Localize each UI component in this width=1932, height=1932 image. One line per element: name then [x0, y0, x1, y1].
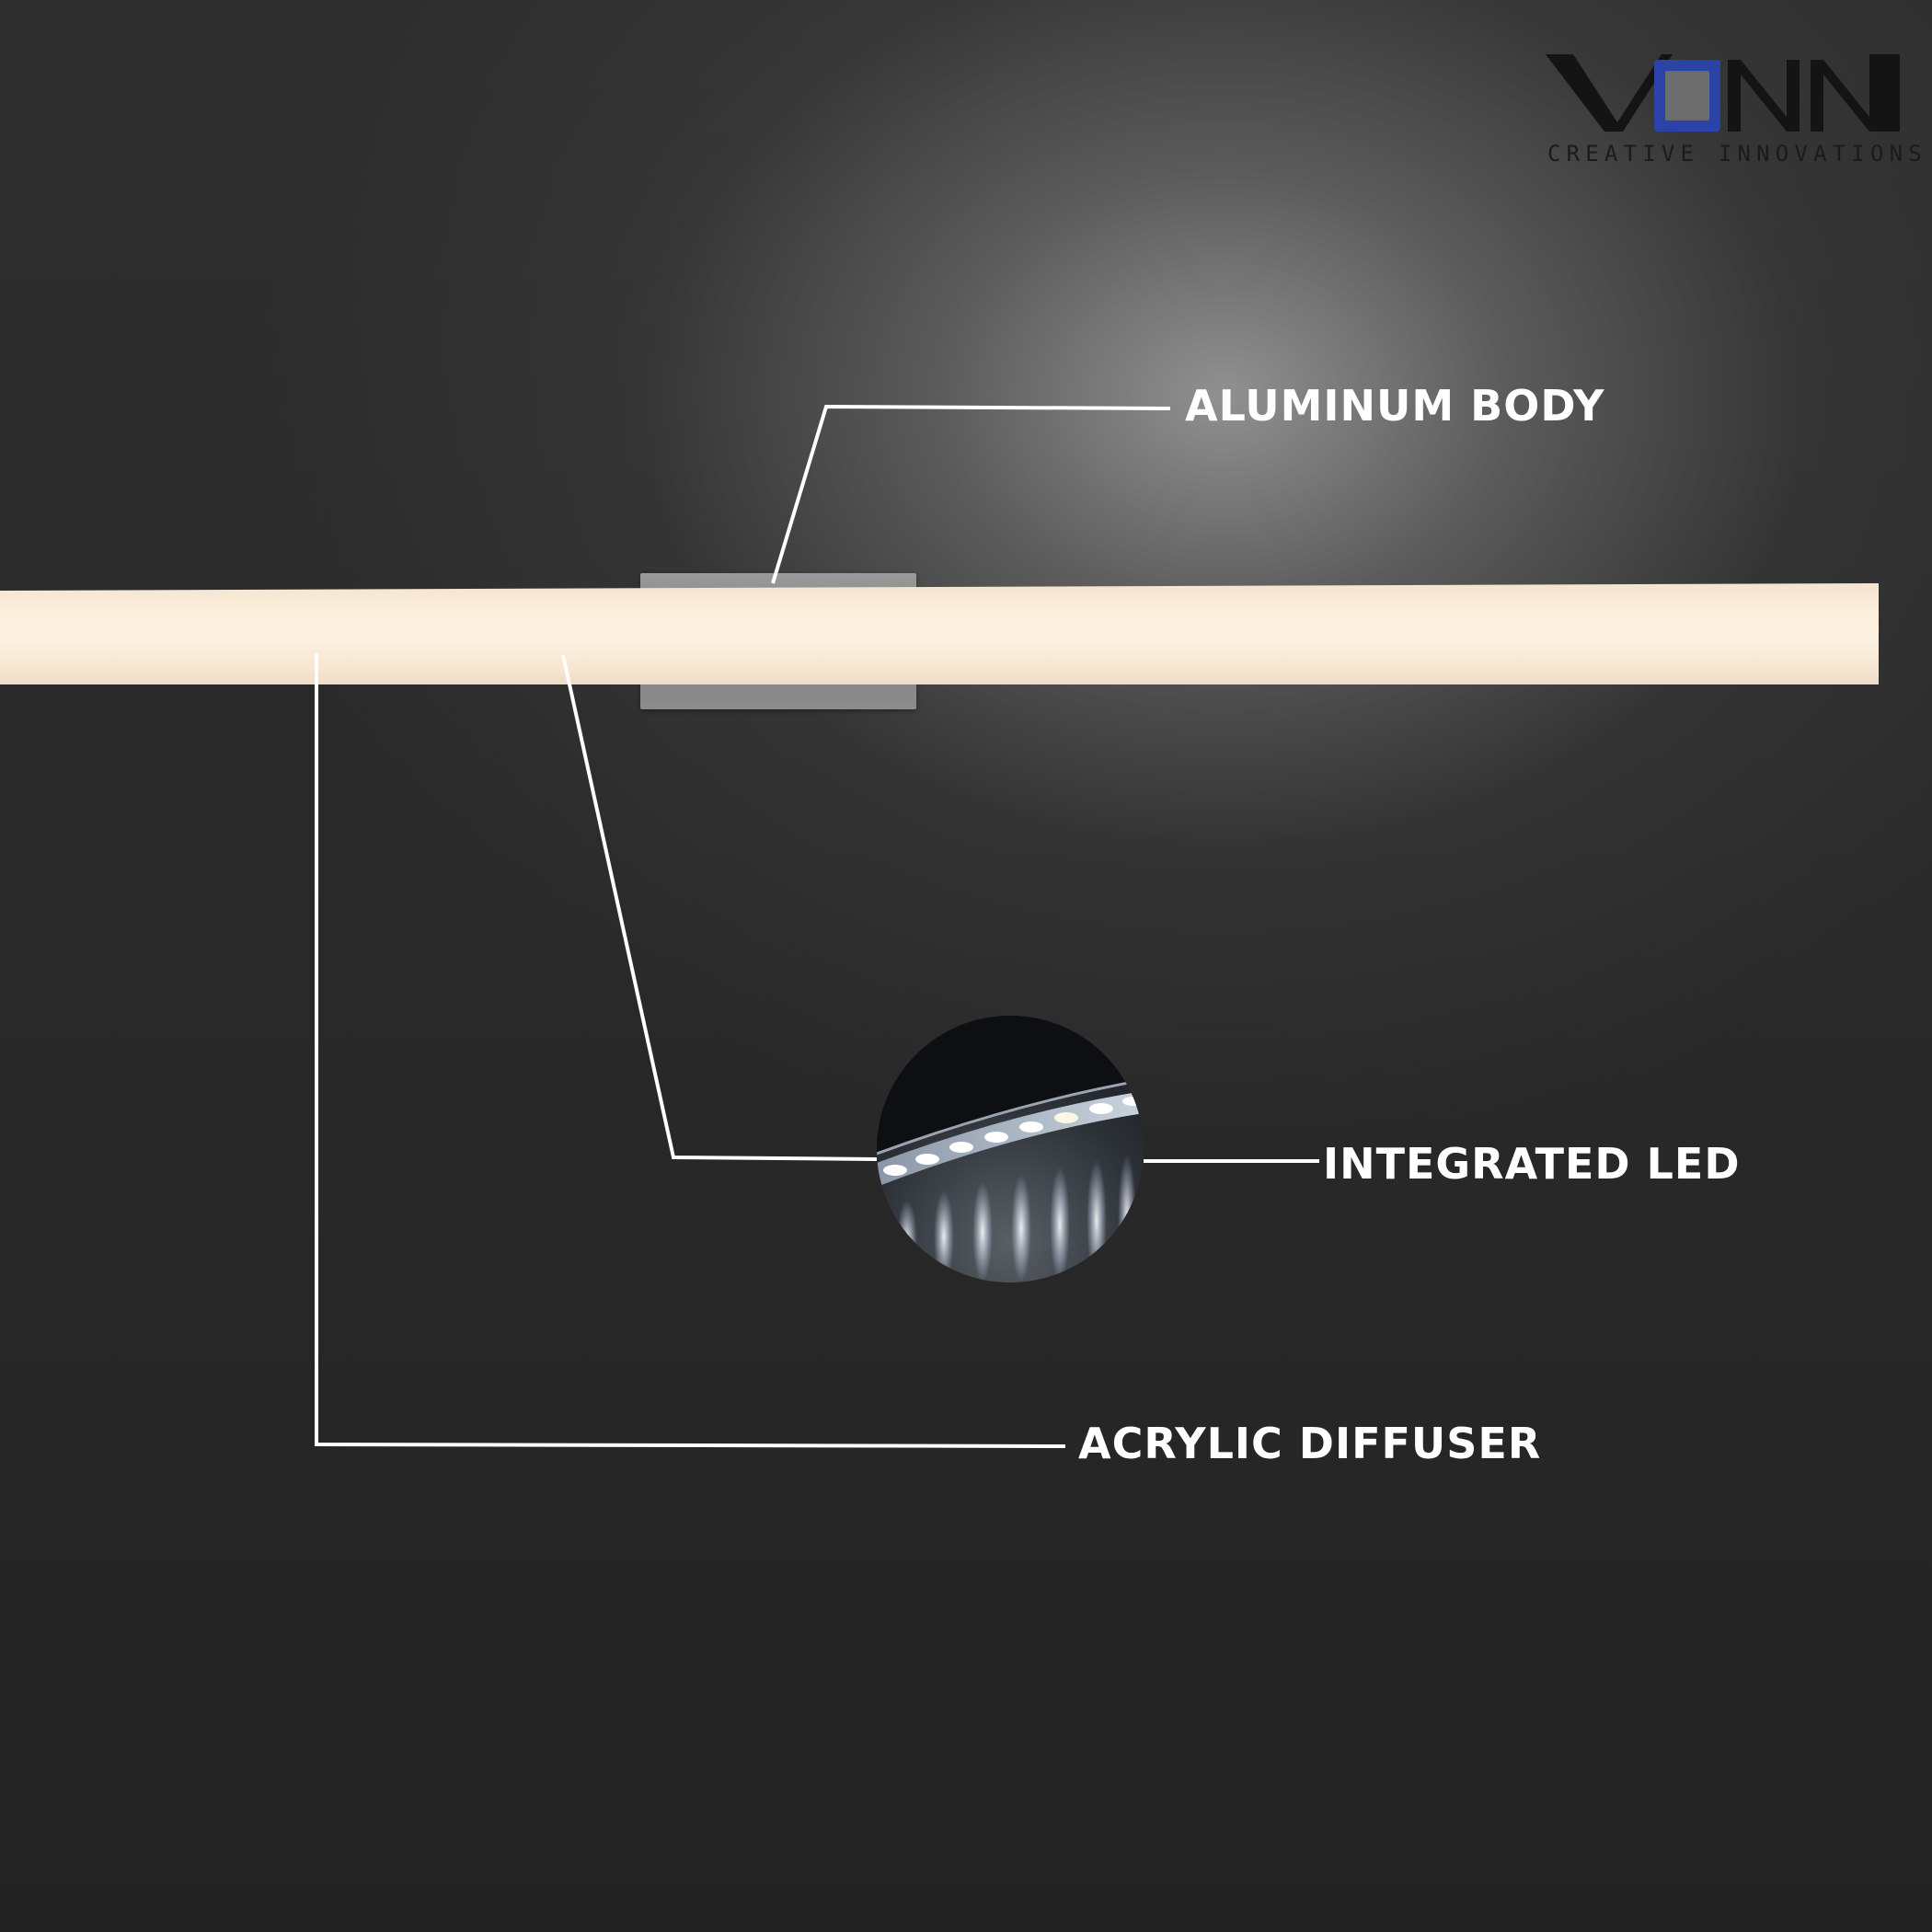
callout-acrylic-diffuser: ACRYLIC DIFFUSER	[1078, 1419, 1542, 1468]
led-strip-closeup-icon	[877, 1016, 1144, 1282]
led-closeup-image	[877, 1016, 1144, 1282]
brand-logo: CREATIVE INNOVATIONS	[1536, 51, 1927, 170]
callout-aluminum-body: ALUMINUM BODY	[1185, 381, 1605, 431]
callout-integrated-led: INTEGRATED LED	[1323, 1139, 1741, 1189]
leader-line-aluminum-body	[771, 404, 1171, 584]
vonn-logo-mark	[1546, 54, 1900, 132]
brand-tagline: CREATIVE INNOVATIONS	[1547, 141, 1927, 167]
led-light-bar	[0, 583, 1879, 684]
leader-line-integrated-led	[561, 654, 878, 1161]
